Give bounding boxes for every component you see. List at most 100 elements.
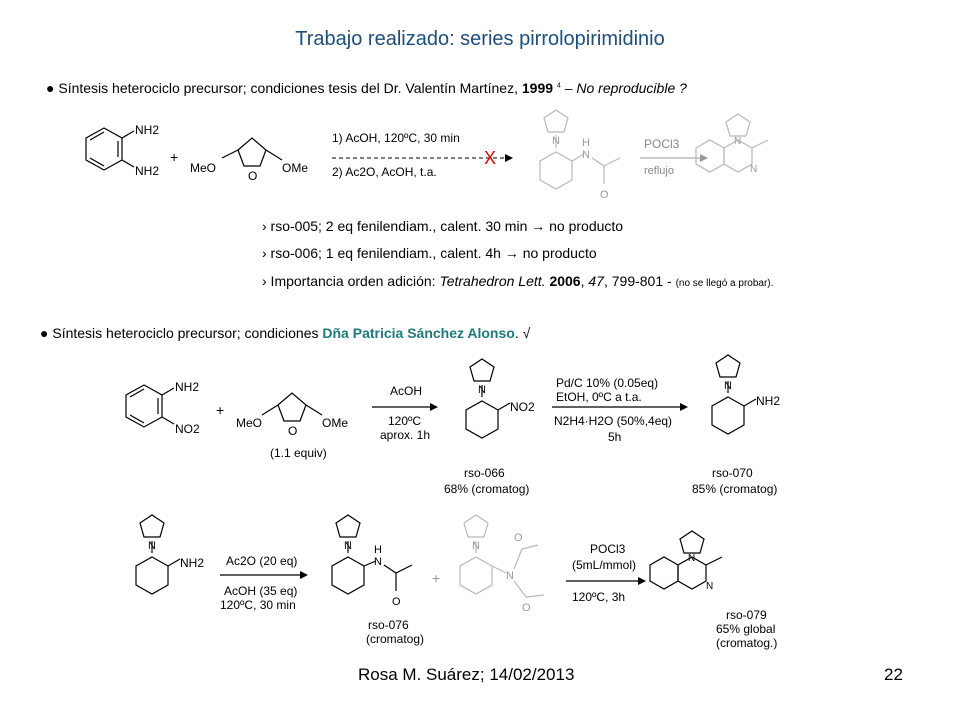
amide-o: O	[600, 189, 609, 201]
rso-076-structure: N H N O	[331, 514, 413, 608]
cond1-time: aprox. 1h	[380, 428, 430, 442]
p3-nh: N	[374, 556, 382, 568]
section1-bullet-line: ● Síntesis heterociclo precursor; condic…	[46, 80, 687, 96]
section1-text: Síntesis heterociclo precursor; condicio…	[58, 80, 522, 96]
p1-no2: NO2	[510, 400, 535, 414]
dimethoxy-thf-structure-2: MeO OMe O (1.1 equiv)	[236, 392, 348, 460]
plus-sign: +	[170, 149, 178, 165]
arrow-4-head	[638, 577, 646, 585]
cond1-temp: 120ºC	[388, 414, 421, 428]
g-n2: N	[506, 570, 514, 582]
p2-yield: 85% (cromatog)	[692, 482, 777, 496]
note3-year: 2006	[549, 273, 581, 289]
dashed-arrow-head	[505, 154, 513, 162]
note3-vol: 47	[588, 273, 604, 289]
p2-nh2: NH2	[756, 394, 780, 408]
condition-2: 2) Ac2O, AcOH, t.a.	[332, 165, 437, 179]
meo-label-2: MeO	[236, 416, 262, 430]
cond2-line1: Pd/C 10% (0.05eq)	[556, 376, 658, 390]
arrow-2-head	[680, 403, 688, 411]
diacetyl-byproduct-structure: N N O O	[459, 514, 545, 614]
p3-code: rso-076	[368, 618, 409, 632]
scheme2-row2-diagram: N NH2 Ac2O (20 eq) AcOH (35 eq) 120ºC, 3…	[135, 514, 777, 650]
cond2-line2: EtOH, 0ºC a t.a.	[556, 390, 642, 404]
g-o1: O	[514, 532, 523, 544]
equiv-label: (1.1 equiv)	[270, 446, 327, 460]
cond3-line2: AcOH (35 eq)	[224, 584, 297, 598]
condition-1: 1) AcOH, 120ºC, 30 min	[332, 131, 460, 145]
ome-label: OMe	[282, 161, 308, 175]
scheme1-diagram: NH2 NH2 + MeO OMe O 1) AcOH, 120ºC, 30 m…	[85, 109, 769, 201]
section2-highlight: Dña Patricia Sánchez Alonso	[322, 325, 515, 341]
p4-yield2: (cromatog.)	[716, 636, 777, 650]
amide-n: N	[582, 149, 590, 161]
g-o2: O	[522, 602, 531, 614]
target-acetamide-structure: N H N O	[539, 109, 621, 201]
arrow-1-head	[430, 403, 438, 411]
section2-tail: . √	[514, 325, 531, 341]
note3-pages: , 799-801 -	[603, 273, 676, 289]
p1-n: N	[478, 384, 486, 396]
p3-n: N	[344, 540, 352, 552]
p1-code: rso-066	[464, 466, 505, 480]
p4-code: rso-079	[726, 608, 767, 622]
ring-o-label: O	[248, 169, 257, 183]
meo-label: MeO	[190, 161, 216, 175]
bullet-dot-2: ●	[40, 325, 49, 341]
no2-label: NO2	[175, 422, 200, 436]
page-number: 22	[884, 665, 903, 684]
cond3-line1: Ac2O (20 eq)	[226, 554, 297, 568]
scheme2-row1-diagram: NH2 NO2 + MeO OMe O (1.1 equiv) AcOH 120…	[125, 354, 780, 496]
rso-066-structure: N NO2	[465, 358, 535, 439]
section2-text: Síntesis heterociclo precursor; condicio…	[52, 325, 323, 341]
note3-prefix: › Importancia orden adición:	[262, 273, 440, 289]
g-n: N	[472, 540, 480, 552]
bullet-dot: ●	[46, 80, 55, 96]
q-n2: N	[750, 164, 757, 175]
section1-year: 1999	[521, 80, 554, 96]
arrow-3-head	[300, 571, 308, 579]
dimethoxy-thf-structure: MeO OMe O	[190, 137, 308, 183]
ome-label-2: OMe	[322, 416, 348, 430]
note-importancia: › Importancia orden adición: Tetrahedron…	[262, 273, 774, 289]
note3-journal: Tetrahedron Lett.	[439, 273, 546, 289]
pyrrole-n: N	[552, 135, 560, 147]
plus-sign-3: +	[432, 570, 440, 586]
p3-h: H	[374, 544, 382, 556]
p4-yield1: 65% global	[716, 622, 775, 636]
q-n1: N	[734, 136, 741, 147]
nh2-label: NH2	[175, 380, 199, 394]
p2-n: N	[724, 380, 732, 392]
s-n: N	[148, 540, 156, 552]
cond4-line3: 120ºC, 3h	[572, 590, 625, 604]
note-rso-005: › rso-005; 2 eq fenilendiam., calent. 30…	[262, 218, 624, 234]
rso-070-start-structure: N NH2	[135, 514, 204, 595]
cond4-line2: (5mL/mmol)	[572, 558, 636, 572]
section1-tail: – No reproducible ?	[560, 80, 687, 96]
slide-title: Trabajo realizado: series pirrolopirimid…	[295, 28, 665, 50]
reflujo-label: reflujo	[644, 165, 674, 177]
amide-h: H	[582, 137, 590, 149]
nh2-top-label: NH2	[135, 123, 159, 137]
acoh-label: AcOH	[390, 384, 422, 398]
p3-yield: (cromatog)	[366, 632, 424, 646]
footer-author-date: Rosa M. Suárez; 14/02/2013	[358, 665, 575, 684]
p4-n2: N	[706, 581, 713, 592]
plus-sign-2: +	[216, 402, 224, 418]
cond3-line3: 120ºC, 30 min	[220, 598, 296, 612]
section1-ref: 4	[556, 82, 561, 90]
pyrroloquinoxaline-structure: N N	[695, 113, 769, 175]
rso-079-structure: N N	[649, 530, 723, 592]
phenylenediamine-structure: NH2 NH2	[85, 123, 159, 178]
pocl3-arrow-head	[700, 154, 708, 162]
cond2-line4: 5h	[608, 430, 621, 444]
fail-mark: X	[484, 148, 496, 168]
p2-code: rso-070	[712, 466, 753, 480]
pocl3-label: POCl3	[644, 137, 680, 151]
section2-bullet-line: ● Síntesis heterociclo precursor; condic…	[40, 325, 530, 341]
nitroaniline-structure: NH2 NO2	[125, 380, 200, 436]
p3-o: O	[392, 596, 401, 608]
p4-n1: N	[688, 553, 695, 564]
s-nh2: NH2	[180, 556, 204, 570]
p1-yield: 68% (cromatog)	[444, 482, 529, 496]
